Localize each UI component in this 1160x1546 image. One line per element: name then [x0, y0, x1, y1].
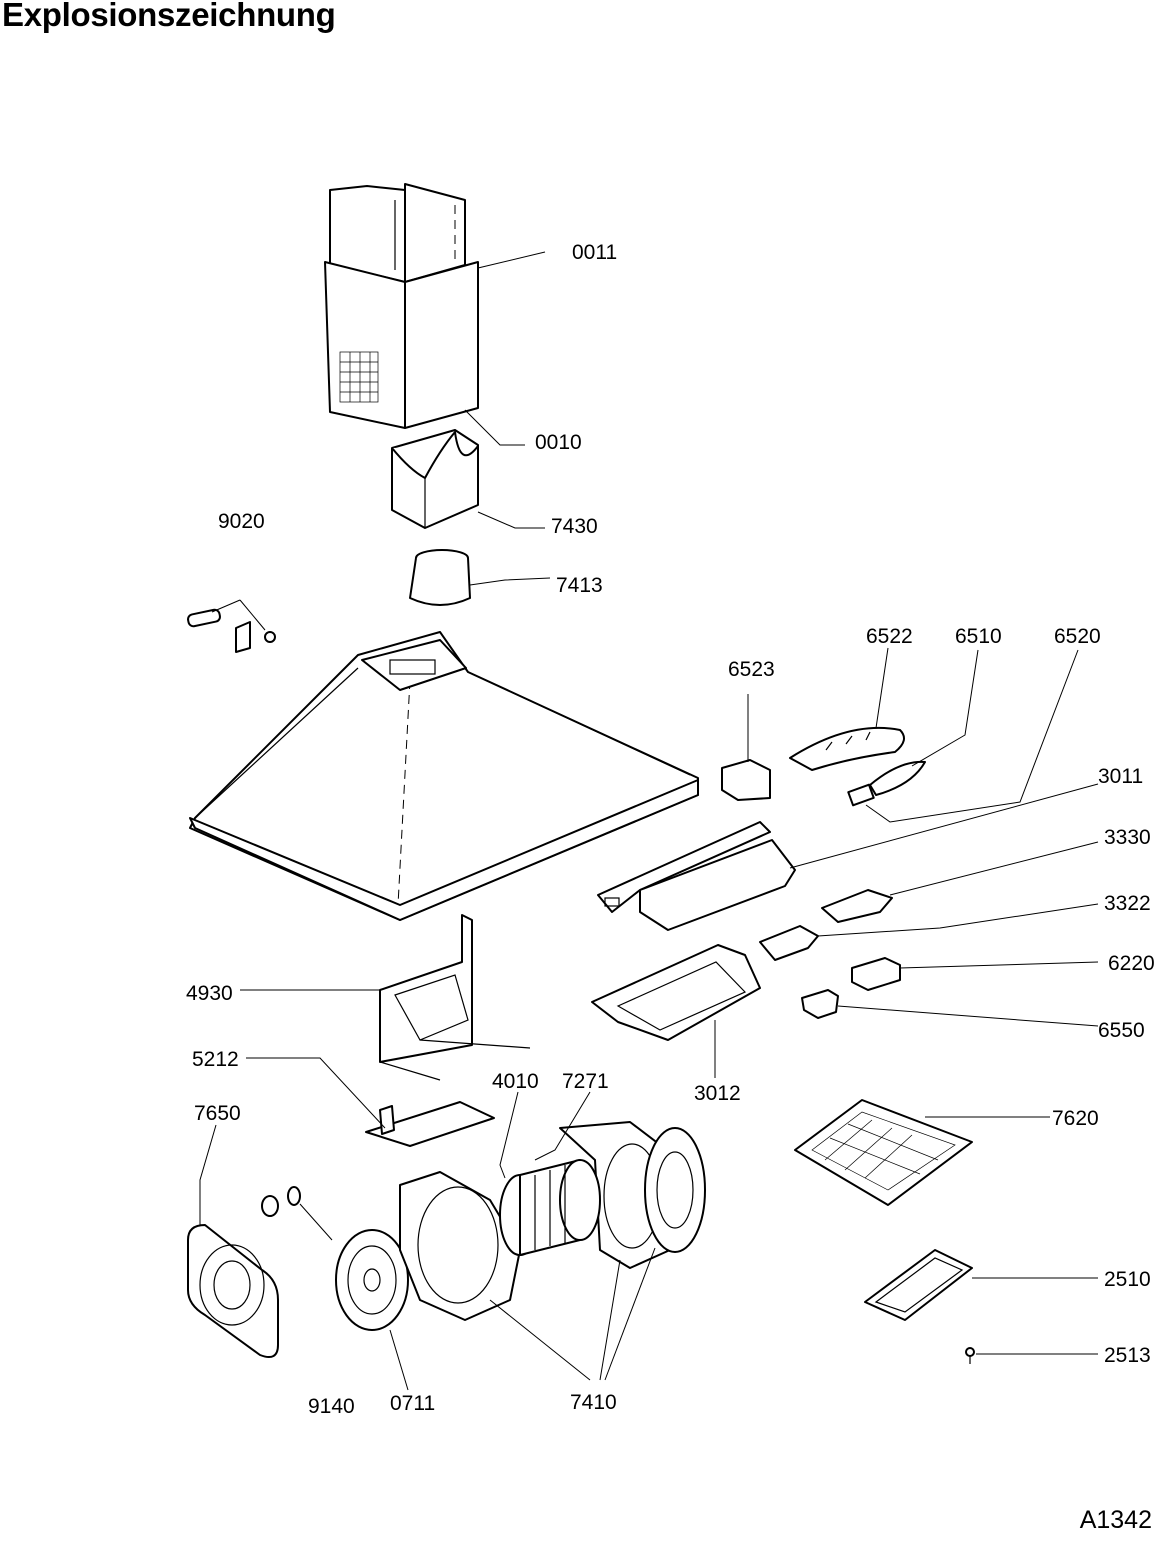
control-base-part[interactable] — [591, 944, 761, 1041]
grease-filter-part[interactable] — [794, 1099, 973, 1206]
label-3322: 3322 — [1104, 892, 1151, 915]
label-0711: 0711 — [390, 1392, 435, 1415]
label-4010: 4010 — [492, 1070, 539, 1093]
label-4930: 4930 — [186, 982, 233, 1005]
capacitor-plate-part[interactable] — [365, 1101, 495, 1147]
label-2510: 2510 — [1104, 1268, 1151, 1291]
switch-part[interactable] — [851, 957, 901, 991]
motor-bracket-part[interactable] — [379, 914, 531, 1081]
inlet-grille-part[interactable] — [335, 1229, 409, 1331]
control-housing-part[interactable] — [597, 821, 796, 931]
chimney-upper-part[interactable] — [329, 183, 466, 283]
label-7410: 7410 — [570, 1391, 617, 1414]
label-0010: 0010 — [535, 431, 582, 454]
label-3012: 3012 — [694, 1082, 741, 1105]
part-labels: 0011 0010 7430 7413 9020 6523 6522 6510 … — [186, 241, 1155, 1418]
duct-reducer-part[interactable] — [409, 549, 471, 606]
vent-slots — [339, 351, 379, 403]
label-7650: 7650 — [194, 1102, 241, 1125]
carbon-filter-part[interactable] — [864, 1249, 973, 1321]
chimney-lower-part[interactable] — [324, 205, 479, 429]
blower-housing-part[interactable] — [399, 1121, 706, 1321]
drawing-code: A1342 — [1079, 1506, 1152, 1534]
filter-screw-part[interactable] — [965, 1347, 975, 1364]
label-7413: 7413 — [556, 574, 603, 597]
label-0011: 0011 — [572, 241, 617, 264]
leader-lines — [199, 251, 1099, 1391]
label-6520: 6520 — [1054, 625, 1101, 648]
label-6220: 6220 — [1108, 952, 1155, 975]
label-9020: 9020 — [218, 510, 265, 533]
lamp-bulb-part[interactable] — [847, 760, 926, 807]
mounting-kit-part[interactable] — [187, 599, 276, 653]
label-2513: 2513 — [1104, 1344, 1151, 1367]
duct-adapter-part[interactable] — [391, 429, 479, 529]
label-6523: 6523 — [728, 658, 775, 681]
grommets-part[interactable] — [261, 1186, 301, 1217]
label-7620: 7620 — [1052, 1107, 1099, 1130]
switch-panel-part[interactable] — [759, 925, 819, 961]
label-7430: 7430 — [551, 515, 598, 538]
light-switch-part[interactable] — [801, 989, 839, 1019]
label-6510: 6510 — [955, 625, 1002, 648]
label-6550: 6550 — [1098, 1019, 1145, 1042]
label-5212: 5212 — [192, 1048, 239, 1071]
hood-body-part[interactable] — [189, 631, 699, 921]
motor-fan-part[interactable] — [499, 1159, 601, 1256]
label-6522: 6522 — [866, 625, 913, 648]
label-7271: 7271 — [562, 1070, 609, 1093]
control-cover-part[interactable] — [821, 889, 893, 923]
lamp-holder-part[interactable] — [721, 759, 771, 801]
lamp-cover-part[interactable] — [789, 726, 905, 771]
outlet-flange-part[interactable] — [187, 1224, 279, 1358]
label-3330: 3330 — [1104, 826, 1151, 849]
label-3011: 3011 — [1098, 765, 1143, 788]
label-9140: 9140 — [308, 1395, 355, 1418]
page-title: Explosionszeichnung — [2, 0, 336, 33]
